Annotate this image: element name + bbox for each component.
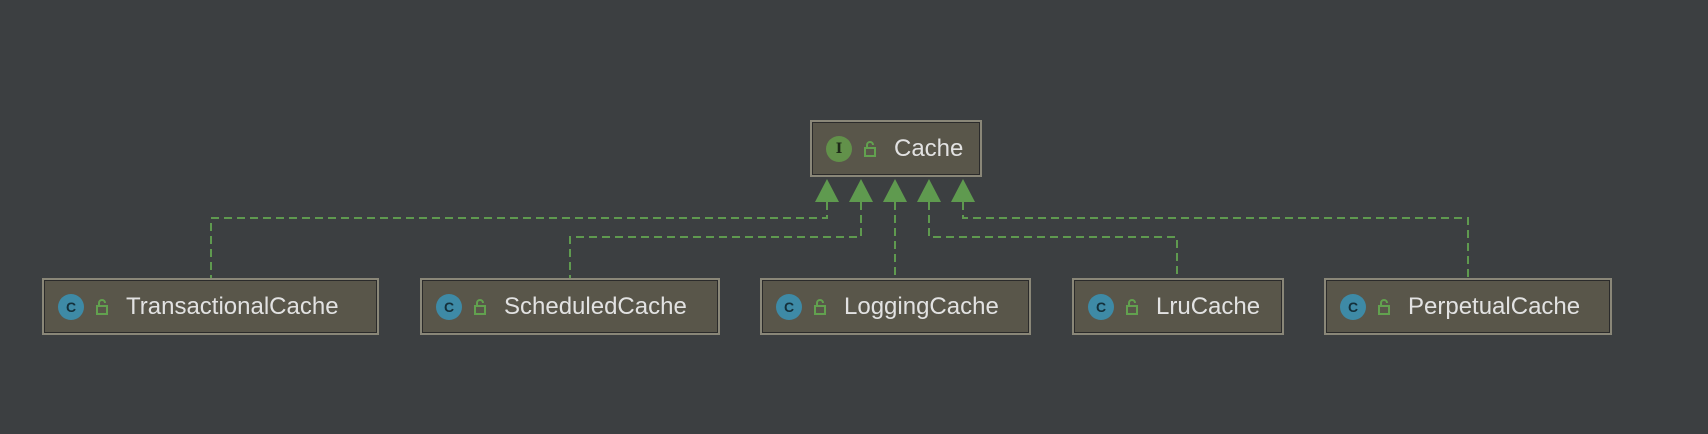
lrucache-label: LruCache [1156,292,1261,320]
class-icon: C [436,293,462,320]
class-icon: C [58,293,84,320]
scheduledcache-class-node[interactable]: C ScheduledCache [420,278,720,335]
unlocked-padlock-icon [96,298,108,315]
class-icon: C [776,293,802,320]
implements-arrowhead-5 [951,179,975,202]
lrucache-class-node[interactable]: C LruCache [1072,278,1284,335]
cache-label: Cache [894,134,964,162]
perpetualcache-label: PerpetualCache [1408,292,1581,320]
scheduledcache-label: ScheduledCache [504,292,687,320]
implements-arrowhead-4 [917,179,941,202]
class-icon: C [1088,293,1114,320]
implements-edge-2 [569,202,862,278]
implements-arrowhead-1 [815,179,839,202]
class-icon: C [1340,293,1366,320]
unlocked-padlock-icon [1126,298,1138,315]
transactionalcache-label: TransactionalCache [126,292,339,320]
implements-edge-5 [962,202,1469,278]
implements-arrowhead-2 [849,179,873,202]
unlocked-padlock-icon [474,298,486,315]
unlocked-padlock-icon [864,140,876,157]
implements-edge-4 [928,202,1178,278]
loggingcache-class-node[interactable]: C LoggingCache [760,278,1031,335]
interface-icon: I [826,135,852,162]
perpetualcache-class-node[interactable]: C PerpetualCache [1324,278,1612,335]
transactionalcache-class-node[interactable]: C TransactionalCache [42,278,379,335]
unlocked-padlock-icon [1378,298,1390,315]
loggingcache-label: LoggingCache [844,292,999,320]
implements-arrowhead-3 [883,179,907,202]
cache-interface-node[interactable]: I Cache [810,120,982,177]
implements-edge-1 [210,202,828,278]
unlocked-padlock-icon [814,298,826,315]
